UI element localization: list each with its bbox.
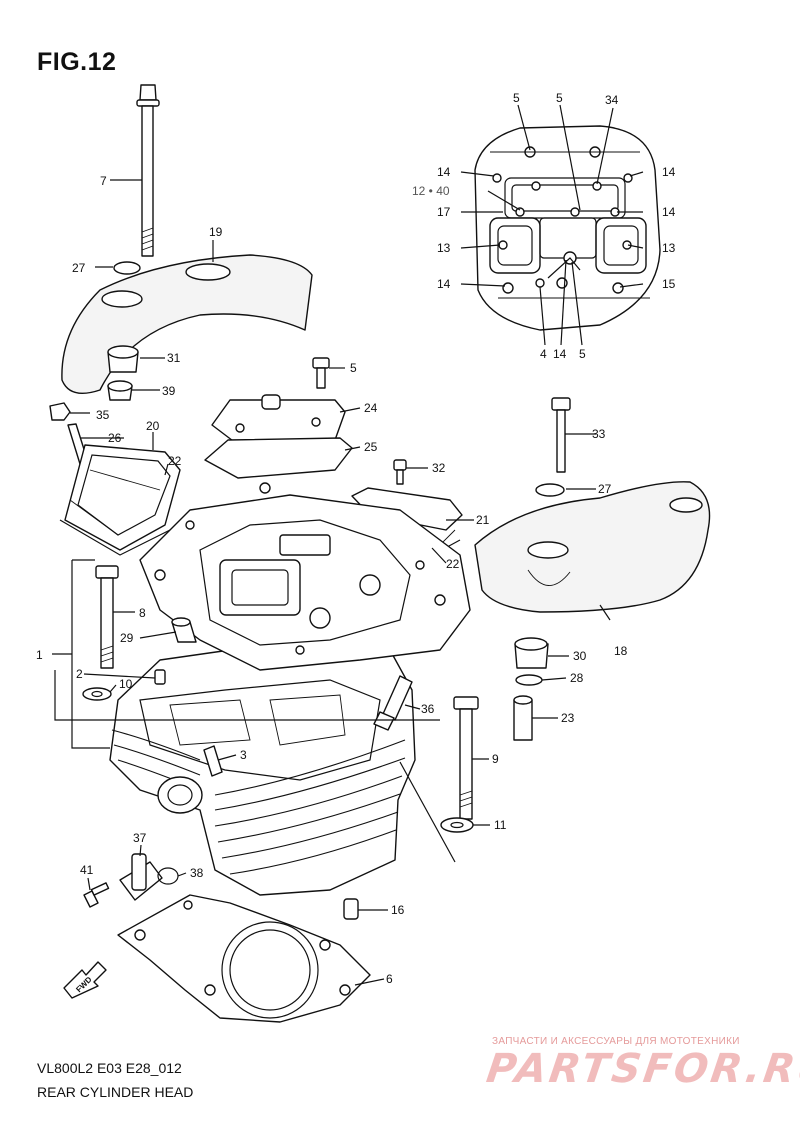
callout-12-40: 12 • 40 <box>412 184 450 198</box>
grommet <box>535 483 565 497</box>
inset-head-top-view <box>474 125 661 331</box>
callout-19: 19 <box>209 225 223 239</box>
callout-7: 7 <box>100 174 107 188</box>
cap-nut <box>49 402 71 421</box>
grommet <box>113 261 141 275</box>
callout-34: 34 <box>605 93 619 107</box>
callout-labels: 7 27 19 31 39 35 26 20 22 5 24 25 32 21 … <box>36 91 676 986</box>
callout-21: 21 <box>476 513 490 527</box>
cylinder-head-body <box>109 639 416 896</box>
callout-13-right: 13 <box>662 241 676 255</box>
valve-cover-left <box>59 444 181 556</box>
callout-2: 2 <box>76 667 83 681</box>
callout-14-b: 14 <box>662 165 676 179</box>
callout-36: 36 <box>421 702 435 716</box>
callout-14-c: 14 <box>662 205 676 219</box>
washer <box>82 687 112 701</box>
callout-22-right: 22 <box>446 557 460 571</box>
head-bolt-right <box>453 696 479 820</box>
callout-11: 11 <box>494 818 507 832</box>
callout-20: 20 <box>146 419 160 433</box>
cylinder-head-gasket <box>117 894 371 1023</box>
callout-39: 39 <box>162 384 176 398</box>
watermark-tagline: ЗАПЧАСТИ И АКСЕССУАРЫ ДЛЯ МОТОТЕХНИКИ <box>492 1036 740 1047</box>
cover-bolt-long <box>551 397 571 473</box>
assembly-bracket <box>52 559 456 863</box>
callout-30: 30 <box>573 649 587 663</box>
dowel-pin <box>154 669 166 685</box>
callout-4: 4 <box>540 347 547 361</box>
callout-5-center: 5 <box>350 361 357 375</box>
callout-8: 8 <box>139 606 146 620</box>
callout-37: 37 <box>133 831 147 845</box>
cover-bolt <box>312 357 330 389</box>
washer <box>515 674 543 686</box>
callout-1: 1 <box>36 648 43 662</box>
cylinder-cover-left <box>61 254 313 394</box>
callout-24: 24 <box>364 401 378 415</box>
callout-28: 28 <box>570 671 584 685</box>
callout-13-left: 13 <box>437 241 451 255</box>
model-code: VL800L2 E03 E28_012 <box>37 1060 182 1076</box>
callout-6: 6 <box>386 972 393 986</box>
callout-5-inset-c: 5 <box>579 347 586 361</box>
callout-14-a: 14 <box>437 165 451 179</box>
callout-26: 26 <box>108 431 122 445</box>
callout-29: 29 <box>120 631 134 645</box>
small-bolt <box>83 882 110 908</box>
callout-41: 41 <box>80 863 94 877</box>
long-bolt <box>136 84 160 257</box>
tappet-cover <box>204 394 353 479</box>
callout-31: 31 <box>167 351 181 365</box>
dowel-pin <box>343 898 359 920</box>
cylinder-cover-right <box>474 481 711 613</box>
callout-22-left: 22 <box>168 454 182 468</box>
grommet-top <box>107 380 133 392</box>
callout-9: 9 <box>492 752 499 766</box>
callout-23: 23 <box>561 711 575 725</box>
grommet-top <box>107 345 139 359</box>
section-name: REAR CYLINDER HEAD <box>37 1084 194 1100</box>
washer <box>440 817 474 833</box>
grommet-large <box>514 637 549 669</box>
callout-14-e: 14 <box>553 347 567 361</box>
callout-33: 33 <box>592 427 606 441</box>
callout-10: 10 <box>119 677 133 691</box>
callout-25: 25 <box>364 440 378 454</box>
callout-18: 18 <box>614 644 628 658</box>
callout-15: 15 <box>662 277 676 291</box>
callout-27-left: 27 <box>72 261 86 275</box>
spacer-collar <box>513 695 533 741</box>
head-bolt-left <box>95 565 119 669</box>
callout-3: 3 <box>240 748 247 762</box>
watermark-brand-logo: PARTSFOR.RU <box>483 1046 800 1092</box>
leader-lines <box>70 104 644 986</box>
cam-housing <box>139 482 471 671</box>
water-fitting <box>119 853 163 901</box>
callout-5-inset-a: 5 <box>513 91 520 105</box>
cover-bolt-small <box>393 459 407 485</box>
callout-5-inset-b: 5 <box>556 91 563 105</box>
callout-35: 35 <box>96 408 110 422</box>
callout-17: 17 <box>437 205 451 219</box>
callout-16: 16 <box>391 903 405 917</box>
callout-32: 32 <box>432 461 446 475</box>
callout-38: 38 <box>190 866 204 880</box>
stud <box>203 745 223 777</box>
fwd-arrow-icon: FWD <box>63 961 107 999</box>
oil-seal <box>171 617 197 643</box>
figure-title: FIG.12 <box>37 48 117 76</box>
callout-27-right: 27 <box>598 482 612 496</box>
callout-14-d: 14 <box>437 277 451 291</box>
